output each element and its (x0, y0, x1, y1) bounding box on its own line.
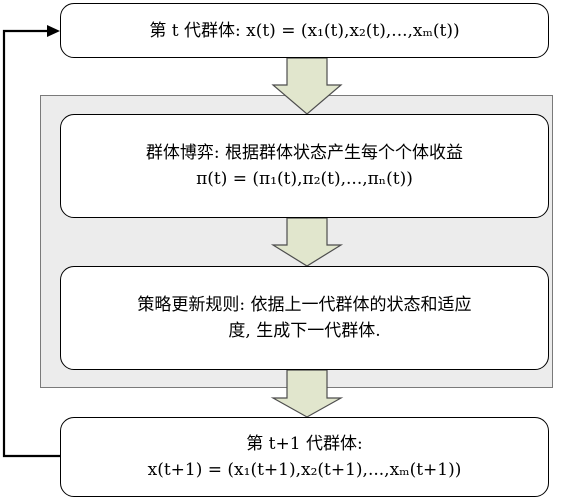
next-generation-title: 第 t+1 代群体: (246, 434, 363, 454)
down-arrow-2 (270, 217, 344, 267)
feedback-loop-line (2, 29, 60, 458)
strategy-update-line2: 度, 生成下一代群体. (228, 321, 381, 341)
next-generation-formula: x(t+1) = (x₁(t+1),x₂(t+1),...,xₘ(t+1)) (147, 460, 462, 480)
group-game-title: 群体博弈: 根据群体状态产生每个个体收益 (145, 143, 464, 163)
down-arrow-3 (270, 369, 344, 418)
payoff-formula: π(t) = (π₁(t),π₂(t),...,πₙ(t)) (196, 169, 413, 189)
strategy-update-line1: 策略更新规则: 依据上一代群体的状态和适应 (137, 295, 472, 315)
current-generation-box: 第 t 代群体: x(t) = (x₁(t),x₂(t),...,xₘ(t)) (60, 3, 549, 58)
feedback-arrowhead (47, 25, 60, 37)
strategy-update-box: 策略更新规则: 依据上一代群体的状态和适应 度, 生成下一代群体. (60, 266, 549, 370)
down-arrow-1 (271, 57, 343, 115)
current-generation-text: 第 t 代群体: x(t) = (x₁(t),x₂(t),...,xₘ(t)) (149, 20, 460, 41)
group-game-box: 群体博弈: 根据群体状态产生每个个体收益 π(t) = (π₁(t),π₂(t)… (60, 114, 549, 218)
next-generation-box: 第 t+1 代群体: x(t+1) = (x₁(t+1),x₂(t+1),...… (60, 417, 549, 497)
